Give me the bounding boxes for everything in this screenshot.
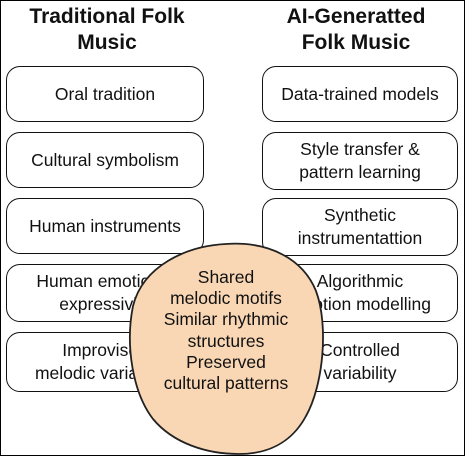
- box-label: Oral tradition: [54, 83, 156, 104]
- box-label-line-1: Improvised: [62, 340, 148, 360]
- box-label-line-2: instrumentattion: [297, 228, 423, 248]
- overlap-line-2: melodic motifs: [170, 288, 282, 309]
- box-label-line-2: pattern learning: [299, 162, 421, 182]
- box-label-line-1: Synthetic: [324, 205, 396, 225]
- box-label: Human instruments: [29, 215, 181, 236]
- left-title-line-1: Traditional Folk: [29, 5, 185, 28]
- right-title-line-2: Folk Music: [301, 31, 411, 54]
- box-label-line-1: Human emotional: [36, 271, 174, 291]
- ai-box-style-transfer-pattern-learning: Style transfer & pattern learning: [262, 132, 458, 190]
- box-label-line-2: variability: [323, 363, 397, 383]
- right-title-line-1: AI-Generatted: [286, 5, 426, 28]
- overlap-line-3: Similar rhythmic: [163, 309, 289, 330]
- traditional-box-human-instruments: Human instruments: [6, 198, 204, 254]
- ai-box-data-trained-models: Data-trained models: [262, 66, 458, 122]
- ai-box-synthetic-instrumentation: Synthetic instrumentattion: [262, 198, 458, 256]
- box-label-line-2: emotion modelling: [288, 294, 432, 314]
- overlap-blob: [129, 242, 324, 455]
- box-label-line-1: Controlled: [320, 340, 400, 360]
- overlap-line-1: Shared: [197, 267, 255, 287]
- box-label-line-1: Style transfer &: [300, 139, 420, 159]
- left-title-line-2: Music: [77, 31, 137, 54]
- overlap-line-6: cultural patterns: [163, 373, 289, 394]
- box-label: Data-trained models: [281, 83, 439, 104]
- box-label-line-2: expressivity: [59, 294, 151, 314]
- left-column-title: Traditional Folk Music: [1, 4, 213, 56]
- box-label: Cultural symbolism: [31, 149, 179, 170]
- traditional-box-cultural-symbolism: Cultural symbolism: [6, 132, 204, 188]
- overlap-line-5: Preserved: [186, 351, 266, 372]
- overlap-line-4: structures: [187, 330, 265, 351]
- traditional-box-oral-tradition: Oral tradition: [6, 66, 204, 122]
- overlap-text: Shared melodic motifs Similar rhythmic s…: [141, 267, 311, 394]
- right-column-title: AI-Generatted Folk Music: [251, 4, 461, 56]
- box-label-line-1: Algorithmic: [316, 271, 404, 291]
